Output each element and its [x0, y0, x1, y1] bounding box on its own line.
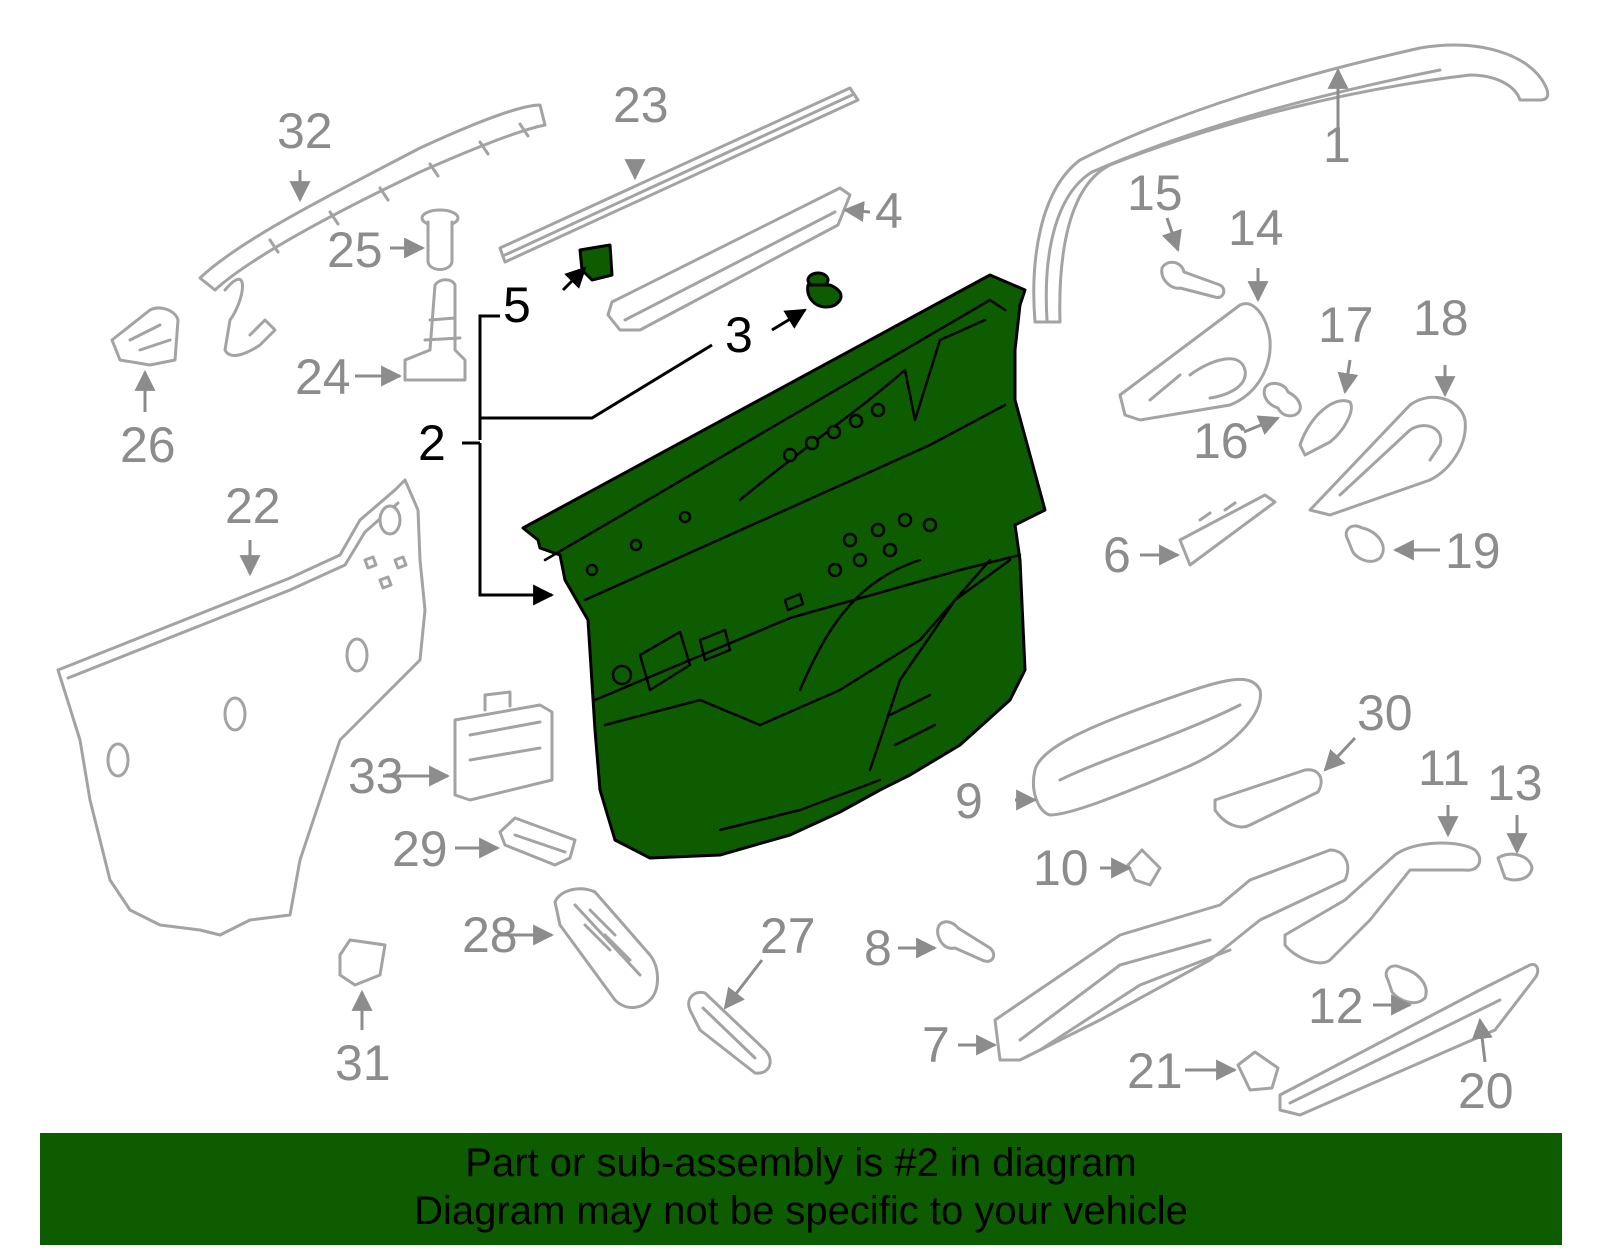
- callout-11: 11: [1418, 740, 1470, 796]
- callout-6: 6: [1103, 527, 1131, 583]
- callout-2: 2: [418, 415, 446, 471]
- callout-17: 17: [1318, 297, 1374, 353]
- callout-22: 22: [225, 478, 281, 534]
- callout-1: 1: [1323, 117, 1351, 173]
- part-25-grommet: [420, 208, 460, 271]
- part-28-switch-panel: [553, 887, 659, 1009]
- callout-24: 24: [295, 349, 351, 405]
- part-6-plate: [1178, 493, 1277, 567]
- part-15-bolt: [1160, 260, 1226, 300]
- part-2-door-trim-panel: [521, 273, 1047, 860]
- part-24-bracket: [403, 278, 467, 382]
- part-5-clip: [578, 243, 614, 282]
- part-16-bolt: [1262, 381, 1302, 418]
- part-31-clip: [338, 938, 387, 987]
- part-26-bracket: [110, 306, 180, 367]
- callout-15: 15: [1127, 165, 1183, 221]
- callout-25: 25: [327, 222, 383, 278]
- callout-23: 23: [613, 77, 669, 133]
- callout-labels: 1 2 3 4 5 6 7 8 9 10 11 12 13 14 15 16 1…: [120, 77, 1543, 1119]
- part-17-cap: [1298, 399, 1353, 457]
- callout-32: 32: [277, 103, 333, 159]
- part-3-pushpin: [806, 271, 843, 309]
- banner-line-disclaimer: Diagram may not be specific to your vehi…: [414, 1189, 1188, 1233]
- part-22-watershield: [56, 478, 427, 937]
- callout-18: 18: [1413, 290, 1469, 346]
- callout-31: 31: [335, 1035, 391, 1091]
- callout-9: 9: [955, 773, 983, 829]
- part-4-trim-strip: [606, 186, 852, 332]
- callout-12: 12: [1308, 978, 1364, 1034]
- part-32-upper-trim: [198, 103, 547, 357]
- callout-30: 30: [1357, 685, 1413, 741]
- callout-7: 7: [922, 1017, 950, 1073]
- part-30-bezel: [1213, 768, 1323, 829]
- callout-33: 33: [348, 748, 404, 804]
- part-19-bolt: [1344, 524, 1385, 563]
- callout-29: 29: [392, 821, 448, 877]
- callout-16: 16: [1193, 413, 1249, 469]
- callout-5: 5: [503, 277, 531, 333]
- part-8-bolt: [936, 920, 996, 963]
- callout-4: 4: [875, 183, 903, 239]
- callout-8: 8: [864, 920, 892, 976]
- part-7-console-panel: [993, 848, 1350, 1062]
- callout-26: 26: [120, 417, 176, 473]
- part-23-belt-moulding: [498, 86, 860, 264]
- part-29-connector: [498, 816, 577, 867]
- info-banner: Part or sub-assembly is #2 in diagram Di…: [40, 1133, 1562, 1245]
- part-20-lower-strip: [1278, 962, 1540, 1117]
- leader-lines: [134, 67, 1528, 1081]
- callout-10: 10: [1033, 840, 1089, 896]
- callout-3: 3: [725, 307, 753, 363]
- part-11-pull-handle: [1283, 841, 1482, 965]
- callout-14: 14: [1228, 200, 1284, 256]
- callout-21: 21: [1127, 1043, 1183, 1099]
- part-21-clip: [1236, 1050, 1280, 1092]
- part-10-clip: [1126, 848, 1162, 887]
- part-33-module: [453, 690, 554, 802]
- callout-27: 27: [760, 908, 816, 964]
- callout-28: 28: [462, 907, 518, 963]
- part-18-handle-bezel: [1308, 395, 1467, 517]
- part-13-cap: [1496, 852, 1534, 882]
- callout-19: 19: [1445, 523, 1501, 579]
- callout-13: 13: [1487, 755, 1543, 811]
- part-14-handle-housing: [1118, 302, 1272, 422]
- part-9-armrest: [1032, 677, 1262, 817]
- part-12-bolt: [1384, 964, 1428, 1005]
- part-1-frame-moulding: [1032, 43, 1550, 324]
- part-27-bezel: [687, 990, 772, 1075]
- callout-20: 20: [1458, 1063, 1514, 1119]
- banner-line-part-number: Part or sub-assembly is #2 in diagram: [465, 1141, 1137, 1185]
